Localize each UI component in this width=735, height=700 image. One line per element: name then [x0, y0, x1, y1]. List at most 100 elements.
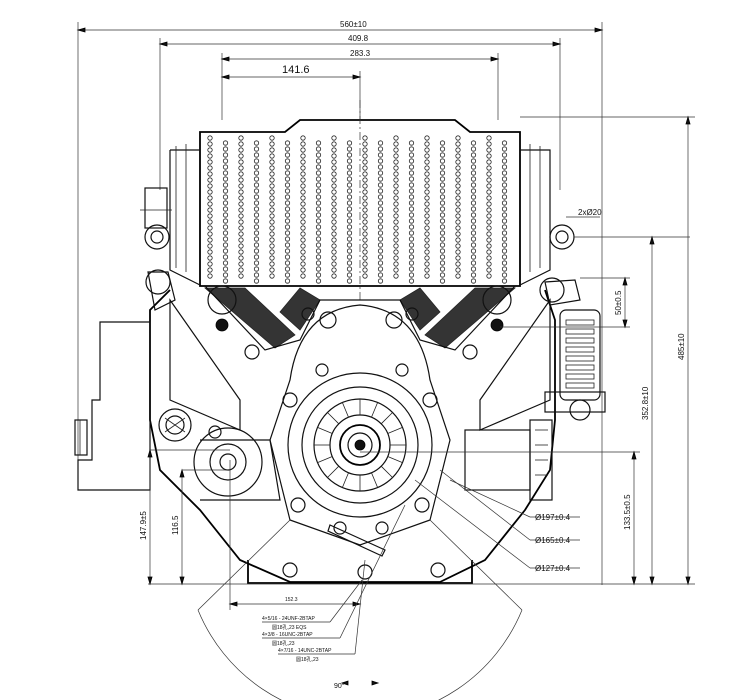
dim-height-485: 485±10: [677, 333, 686, 360]
cooling-hole: [501, 254, 508, 260]
cooling-hole: [207, 237, 213, 243]
cooler-fin: [565, 346, 595, 353]
cooling-hole: [238, 231, 244, 237]
cooling-hole: [222, 170, 229, 176]
cooling-hole: [424, 255, 430, 261]
cooling-hole: [362, 207, 368, 213]
cooling-hole: [222, 278, 229, 284]
flange-spoke: [380, 465, 393, 478]
cooling-hole: [269, 189, 275, 195]
cooling-hole: [408, 254, 415, 260]
dim-height-133: 133.5±0.5: [623, 494, 632, 530]
cooling-hole: [253, 188, 260, 194]
cooling-hole: [222, 206, 229, 212]
cooling-hole: [238, 189, 244, 195]
cooling-hole: [331, 141, 337, 147]
cooling-hole: [300, 177, 306, 183]
cooling-hole: [253, 206, 260, 212]
cooling-hole: [362, 237, 368, 243]
cooling-hole: [501, 194, 508, 200]
cooling-hole: [424, 183, 430, 189]
cooling-hole: [253, 170, 260, 176]
cooling-hole: [486, 141, 492, 147]
cooling-hole: [393, 273, 399, 279]
cooling-hole: [331, 231, 337, 237]
dim-bottom-152: 152.3: [285, 597, 298, 603]
cooling-hole: [439, 140, 446, 146]
cooling-hole: [346, 260, 353, 266]
cooling-hole: [486, 267, 492, 273]
cooling-hole: [222, 194, 229, 200]
cooling-hole: [486, 153, 492, 159]
cooling-hole: [300, 261, 306, 267]
cooling-hole: [300, 201, 306, 207]
cooling-hole: [238, 249, 244, 255]
cooling-hole: [222, 212, 229, 218]
cooling-hole: [300, 243, 306, 249]
cooling-hole: [486, 273, 492, 279]
cooling-hole: [455, 213, 461, 219]
cooling-hole: [207, 195, 213, 201]
dim-409: 409.8: [348, 34, 369, 43]
cooling-hole: [486, 231, 492, 237]
cooling-hole: [424, 171, 430, 177]
cooling-hole: [393, 255, 399, 261]
cooling-hole: [253, 212, 260, 218]
cooling-hole: [424, 177, 430, 183]
cooling-hole: [222, 254, 229, 260]
cooling-hole: [315, 230, 322, 236]
cooling-hole: [253, 230, 260, 236]
cooling-hole: [470, 206, 477, 212]
cooling-hole: [424, 231, 430, 237]
cooling-hole: [238, 261, 244, 267]
cooling-hole: [470, 278, 477, 284]
cooling-hole: [455, 159, 461, 165]
cooling-hole: [486, 177, 492, 183]
cooling-hole: [408, 170, 415, 176]
cooling-hole: [253, 278, 260, 284]
cooling-hole: [222, 218, 229, 224]
cooling-hole: [222, 146, 229, 152]
cooling-hole: [253, 176, 260, 182]
cooling-hole: [269, 135, 275, 141]
note-3: 4×3/8 - 16UNC-2BTAP: [262, 632, 313, 638]
right-dimensions: [148, 115, 695, 586]
cooler-fin: [565, 355, 595, 362]
cooling-hole: [455, 273, 461, 279]
cooling-hole: [315, 224, 322, 230]
cooling-hole: [315, 140, 322, 146]
cooler-fin: [565, 328, 595, 335]
dim-dia-197: Ø197±0.4: [535, 513, 571, 522]
cooling-hole: [207, 243, 213, 249]
cooling-hole: [207, 261, 213, 267]
cooling-hole: [315, 182, 322, 188]
cooling-hole: [408, 200, 415, 206]
cooling-hole: [300, 171, 306, 177]
cooling-hole: [455, 255, 461, 261]
cooling-hole: [501, 230, 508, 236]
cooling-hole: [284, 182, 291, 188]
cooling-hole: [331, 165, 337, 171]
cooling-hole: [377, 146, 384, 152]
cooling-hole: [207, 165, 213, 171]
dim-dia-165: Ø165±0.4: [535, 536, 571, 545]
cooling-hole: [269, 177, 275, 183]
cooling-hole: [470, 212, 477, 218]
cooling-hole: [377, 188, 384, 194]
cooling-hole: [284, 206, 291, 212]
cooling-hole: [207, 153, 213, 159]
cooling-hole: [424, 225, 430, 231]
cooling-hole: [362, 201, 368, 207]
cooling-hole: [315, 254, 322, 260]
cooling-hole: [300, 153, 306, 159]
cooling-hole: [455, 177, 461, 183]
cooling-hole: [346, 242, 353, 248]
cooling-hole: [501, 248, 508, 254]
cooling-hole: [470, 254, 477, 260]
crankcase: [149, 285, 556, 584]
cooling-hole: [377, 212, 384, 218]
cooling-hole: [486, 195, 492, 201]
cooling-hole: [455, 249, 461, 255]
cooling-hole: [393, 225, 399, 231]
cooling-hole: [393, 165, 399, 171]
